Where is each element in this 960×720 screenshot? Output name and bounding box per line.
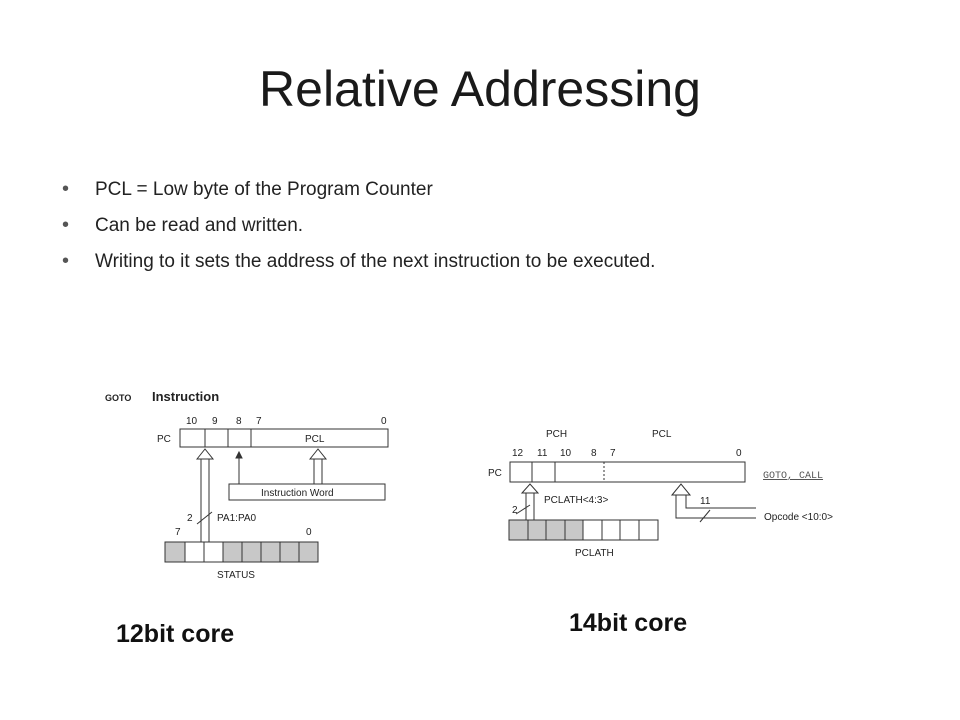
bit-label: 11	[537, 448, 548, 459]
bit-label: 0	[381, 416, 387, 427]
bus-width-label: 2	[512, 505, 518, 516]
bullet-item: PCL = Low byte of the Program Counter	[62, 175, 655, 212]
diagram-12bit: GOTO Instruction 10 9 8 7 0 PC PCL Instr…	[105, 389, 389, 581]
diagram-14bit: PCH PCL 12 11 10 8 7 0 PC GOTO, CALL 2 P…	[488, 429, 833, 559]
status-label: STATUS	[217, 570, 255, 581]
goto-call-label: GOTO, CALL	[763, 471, 823, 482]
pc-label: PC	[488, 468, 502, 479]
bullet-item: Can be read and written.	[62, 211, 655, 248]
caption-12bit: 12bit core	[116, 620, 235, 648]
pa-label: PA1:PA0	[217, 513, 257, 524]
pclath-bits-label: PCLATH<4:3>	[544, 495, 608, 506]
bit-label: 7	[256, 416, 262, 427]
bit-label: 8	[236, 416, 242, 427]
pclath-register	[508, 519, 659, 541]
instruction-word-box	[228, 483, 386, 501]
slide-title: Relative Addressing	[259, 61, 701, 117]
bit-label: 12	[512, 448, 524, 459]
goto-label: GOTO	[105, 393, 131, 403]
bus-width-label: 2	[187, 513, 193, 524]
pc-register	[509, 461, 746, 483]
pc-register	[179, 428, 389, 448]
diagram-heading: Instruction	[152, 389, 219, 404]
bus-width-label: 11	[700, 496, 711, 507]
pc-label: PC	[157, 434, 171, 445]
pcl-label: PCL	[305, 434, 325, 445]
bullet-item: Writing to it sets the address of the ne…	[62, 247, 655, 284]
bit-label: 10	[186, 416, 198, 427]
bullet-list: PCL = Low byte of the Program Counter Ca…	[62, 175, 655, 284]
status-bit-label: 7	[175, 527, 181, 538]
pcl-label: PCL	[652, 429, 672, 440]
bit-label: 9	[212, 416, 218, 427]
pclath-label: PCLATH	[575, 548, 614, 559]
opcode-label: Opcode <10:0>	[764, 512, 833, 523]
bit-label: 10	[560, 448, 572, 459]
bit-label: 7	[610, 448, 616, 459]
pch-label: PCH	[546, 429, 567, 440]
status-bit-label: 0	[306, 527, 312, 538]
status-register	[164, 541, 319, 563]
bit-label: 0	[736, 448, 742, 459]
instruction-word-label: Instruction Word	[261, 488, 334, 499]
caption-14bit: 14bit core	[569, 609, 688, 637]
bit-label: 8	[591, 448, 597, 459]
